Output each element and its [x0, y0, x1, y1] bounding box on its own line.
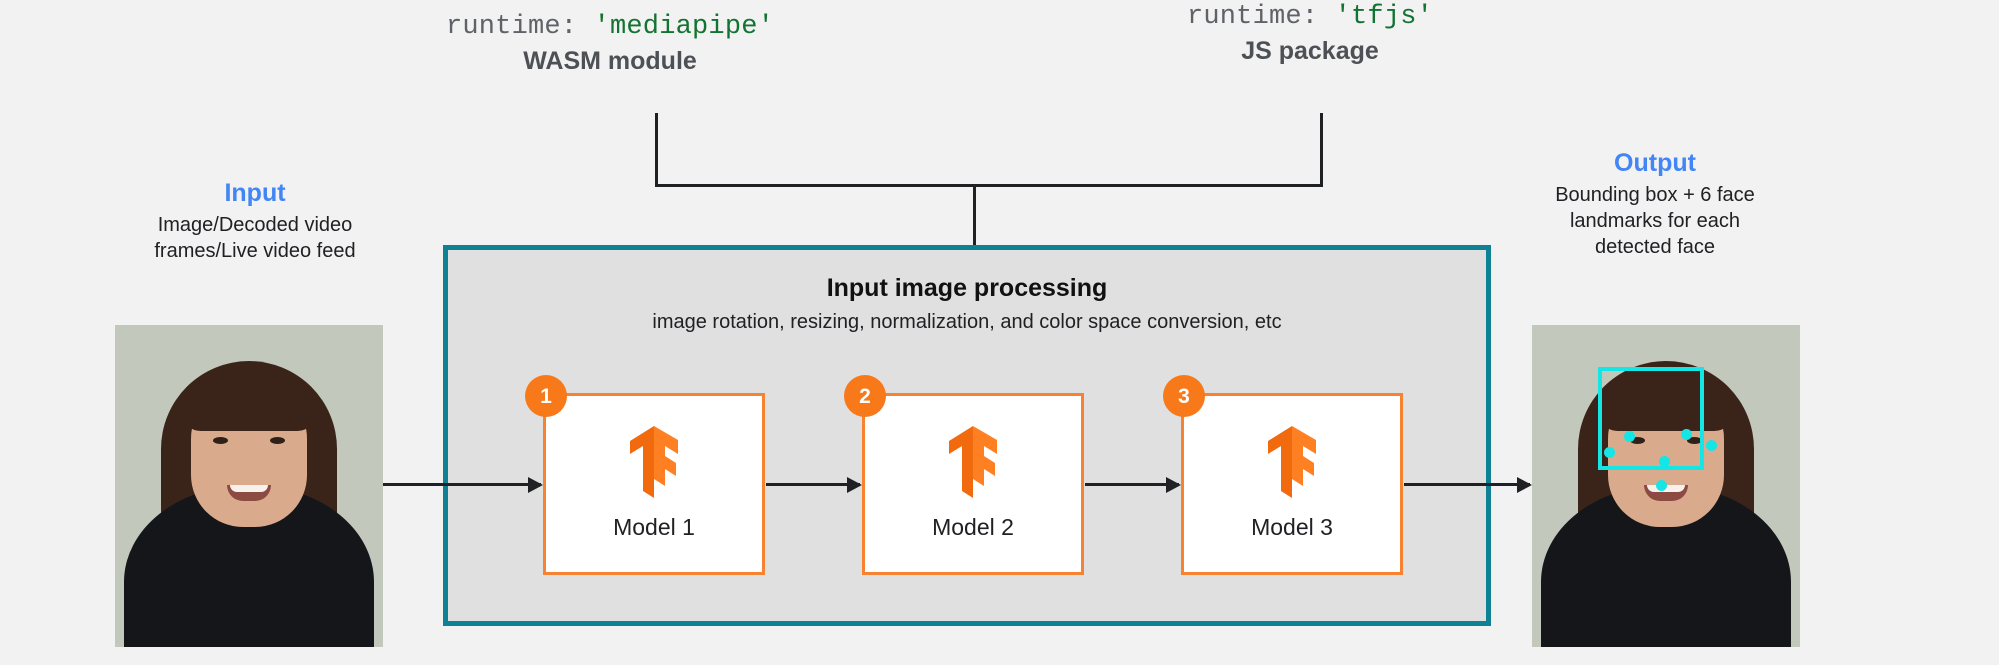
landmark-eye-left: [1624, 431, 1635, 442]
input-desc-line-2: frames/Live video feed: [154, 240, 356, 263]
runtime-label-tfjs: runtime: 'tfjs' JS package: [1100, 2, 1520, 66]
photo-eye-right: [1687, 437, 1702, 444]
input-photo: [115, 325, 383, 647]
model-label-2: Model 2: [932, 514, 1014, 540]
runtime-mediapipe-subtitle: WASM module: [523, 47, 697, 76]
pipeline-heading-group: Input image processing image rotation, r…: [448, 272, 1486, 335]
bracket-right-stem: [1320, 113, 1323, 186]
photo-brow-right: [1684, 425, 1706, 430]
runtime-tfjs-code: runtime: 'tfjs': [1100, 2, 1520, 33]
pipeline-heading: Input image processing: [826, 274, 1108, 302]
photo-eye-right: [270, 437, 285, 444]
runtime-tfjs-subtitle: JS package: [1241, 37, 1379, 66]
photo-teeth: [230, 485, 268, 492]
model-box-1[interactable]: 1 Model 1: [525, 375, 765, 575]
landmark-nose: [1659, 456, 1670, 467]
model-box-2[interactable]: 2 Model 2: [844, 375, 1084, 575]
photo-eye-left: [1630, 437, 1645, 444]
runtime-label-mediapipe: runtime: 'mediapipe' WASM module: [400, 12, 820, 76]
output-title: Output: [1614, 149, 1696, 177]
tensorflow-logo-icon: [1259, 426, 1325, 498]
landmark-ear-right: [1706, 440, 1717, 451]
runtime-mediapipe-key: runtime:: [445, 12, 578, 42]
runtime-mediapipe-code: runtime: 'mediapipe': [400, 12, 820, 43]
photo-eye-left: [213, 437, 228, 444]
output-desc-line-1: Bounding box + 6 face: [1555, 184, 1755, 207]
input-desc-line-1: Image/Decoded video: [157, 214, 353, 237]
landmark-ear-left: [1604, 447, 1615, 458]
bracket-center-drop: [973, 184, 976, 248]
photo-brow-left: [209, 425, 231, 430]
face-bounding-box: [1598, 367, 1704, 470]
model-badge-2: 2: [844, 375, 886, 417]
model-label-1: Model 1: [613, 514, 695, 540]
arrow-input-to-model-1: [383, 476, 543, 493]
arrow-model-1-to-model-2: [766, 476, 862, 493]
photo-fringe: [1599, 369, 1733, 431]
model-badge-3: 3: [1163, 375, 1205, 417]
output-desc-line-2: landmarks for each: [1569, 210, 1741, 233]
model-badge-1: 1: [525, 375, 567, 417]
photo-brow-left: [1626, 425, 1648, 430]
runtime-tfjs-key: runtime:: [1186, 2, 1319, 32]
model-label-3: Model 3: [1251, 514, 1333, 540]
input-caption: Input Image/Decoded video frames/Live vi…: [90, 178, 420, 264]
landmark-mouth: [1656, 480, 1667, 491]
photo-brow-right: [267, 425, 289, 430]
runtime-mediapipe-value: 'mediapipe': [593, 12, 775, 42]
photo-fringe: [182, 369, 316, 431]
tensorflow-logo-icon: [621, 426, 687, 498]
arrow-model-3-to-output: [1404, 476, 1532, 493]
bracket-crossbar: [655, 184, 1323, 187]
pipeline-subheading: image rotation, resizing, normalization,…: [652, 310, 1282, 333]
landmark-eye-right: [1681, 429, 1692, 440]
model-box-3[interactable]: 3 Model 3: [1163, 375, 1403, 575]
photo-mouth: [227, 485, 271, 501]
runtime-tfjs-value: 'tfjs': [1334, 2, 1434, 32]
output-caption: Output Bounding box + 6 face landmarks f…: [1490, 148, 1820, 260]
tensorflow-logo-icon: [940, 426, 1006, 498]
bracket-left-stem: [655, 113, 658, 186]
output-desc-line-3: detected face: [1594, 236, 1716, 259]
input-title: Input: [224, 179, 286, 207]
output-photo: [1532, 325, 1800, 647]
arrow-model-2-to-model-3: [1085, 476, 1181, 493]
